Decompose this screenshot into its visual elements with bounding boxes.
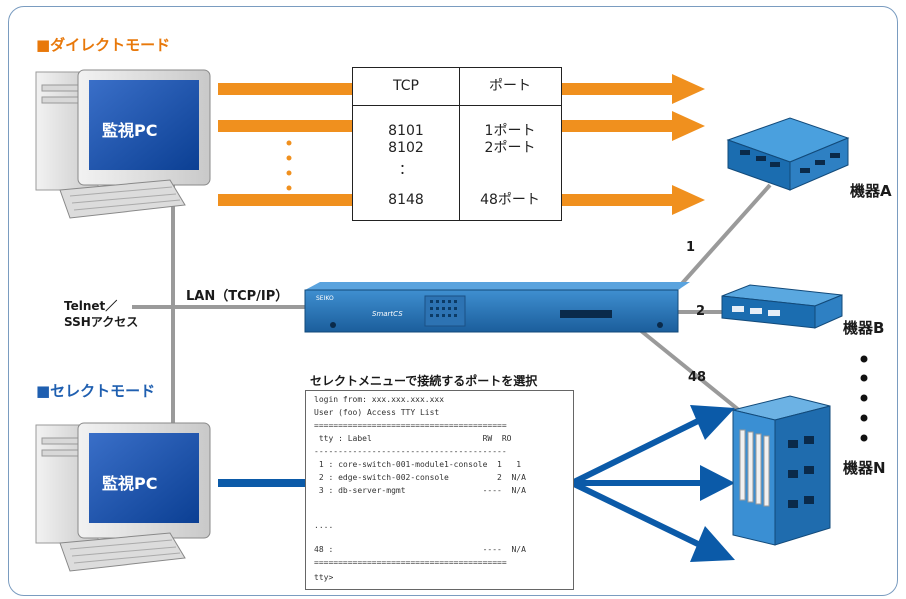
table-port-48: 48ポート xyxy=(480,192,540,208)
terminal-caption: セレクトメニューで接続するポートを選択 xyxy=(310,374,538,388)
pc-label-select: 監視PC xyxy=(102,474,158,493)
link-line-1 xyxy=(676,183,772,290)
direct-arrow-48-head xyxy=(672,185,705,215)
select-arrows xyxy=(218,405,735,562)
table-tcp-8101: 8101 xyxy=(388,123,424,139)
table-port-1: 1ポート xyxy=(484,123,536,139)
table-header-port: ポート xyxy=(489,78,531,94)
console-server-model: SmartCS xyxy=(372,310,403,318)
device-a-label: 機器A xyxy=(850,182,892,200)
monitoring-pc-1 xyxy=(35,69,211,219)
console-server: SEIKO SmartCS xyxy=(304,282,690,333)
pc-label-direct: 監視PC xyxy=(102,121,158,140)
terminal-row-3: 3 : db-server-mgmt ---- N/A xyxy=(314,486,526,495)
terminal-dash-line: ---------------------------------------- xyxy=(314,447,507,456)
terminal-screen: login from: xxx.xxx.xxx.xxx User (foo) A… xyxy=(305,390,574,590)
lan-lines xyxy=(132,180,772,465)
direct-arrow-1-head xyxy=(672,74,705,104)
port-mapping-table: TCP ポート 8101 8102 ： 8148 1ポート 2ポート 48ポート xyxy=(352,67,562,221)
terminal-prompt[interactable]: tty> xyxy=(314,573,334,582)
direct-dot xyxy=(286,185,292,191)
table-header-tcp: TCP xyxy=(393,78,419,94)
lan-label: LAN（TCP/IP） xyxy=(186,289,289,304)
direct-dot xyxy=(286,155,292,161)
console-server-body xyxy=(304,289,679,333)
device-n xyxy=(732,395,831,546)
select-arrow-top xyxy=(570,417,702,486)
select-arrow-bottom-head xyxy=(690,526,735,562)
direct-mode-title: ■ダイレクトモード xyxy=(36,36,171,54)
table-tcp-8148: 8148 xyxy=(388,192,424,208)
device-a xyxy=(726,117,850,191)
table-port-2: 2ポート xyxy=(484,140,536,156)
console-server-display xyxy=(560,310,612,318)
terminal-ellipsis: .... xyxy=(314,521,334,530)
direct-dot xyxy=(286,140,292,146)
terminal-header: tty : Label RW RO xyxy=(314,434,512,443)
device-b-label: 機器B xyxy=(843,319,885,337)
table-header-row xyxy=(353,68,561,106)
monitoring-pc-2 xyxy=(35,422,211,572)
select-arrow-mid-head xyxy=(700,465,735,501)
access-label-line1: Telnet／ xyxy=(64,299,118,313)
terminal-row-48: 48 : ---- N/A xyxy=(314,545,526,554)
table-tcp-8102: 8102 xyxy=(388,140,424,156)
device-n-label: 機器N xyxy=(843,459,886,477)
terminal-row-1: 1 : core-switch-001-module1-console 1 1 xyxy=(314,460,522,469)
pc-screen xyxy=(89,433,199,523)
device-b xyxy=(721,284,843,329)
line-label-2: 2 xyxy=(696,304,706,319)
select-arrow-bottom xyxy=(570,480,702,548)
terminal-row-2: 2 : edge-switch-002-console 2 N/A xyxy=(314,473,526,482)
terminal-login-line: login from: xxx.xxx.xxx.xxx xyxy=(314,395,445,404)
pc-screen xyxy=(89,80,199,170)
direct-dot xyxy=(286,170,292,176)
terminal-separator-bottom: ======================================== xyxy=(314,558,507,567)
table-tcp-ellipsis: ： xyxy=(399,162,413,178)
direct-arrow-2-head xyxy=(672,111,705,141)
line-label-48: 48 xyxy=(688,370,707,385)
select-arrow-top-head xyxy=(690,405,735,440)
terminal-separator: ======================================== xyxy=(314,421,507,430)
terminal-user-line: User (foo) Access TTY List xyxy=(314,408,440,417)
access-label-line2: SSHアクセス xyxy=(64,315,139,329)
console-server-brand: SEIKO xyxy=(316,295,334,302)
select-input-bar xyxy=(218,479,305,487)
line-label-1: 1 xyxy=(686,240,696,255)
link-line-48 xyxy=(638,328,747,417)
device-ellipsis xyxy=(860,355,868,442)
select-mode-title: ■セレクトモード xyxy=(36,382,156,400)
